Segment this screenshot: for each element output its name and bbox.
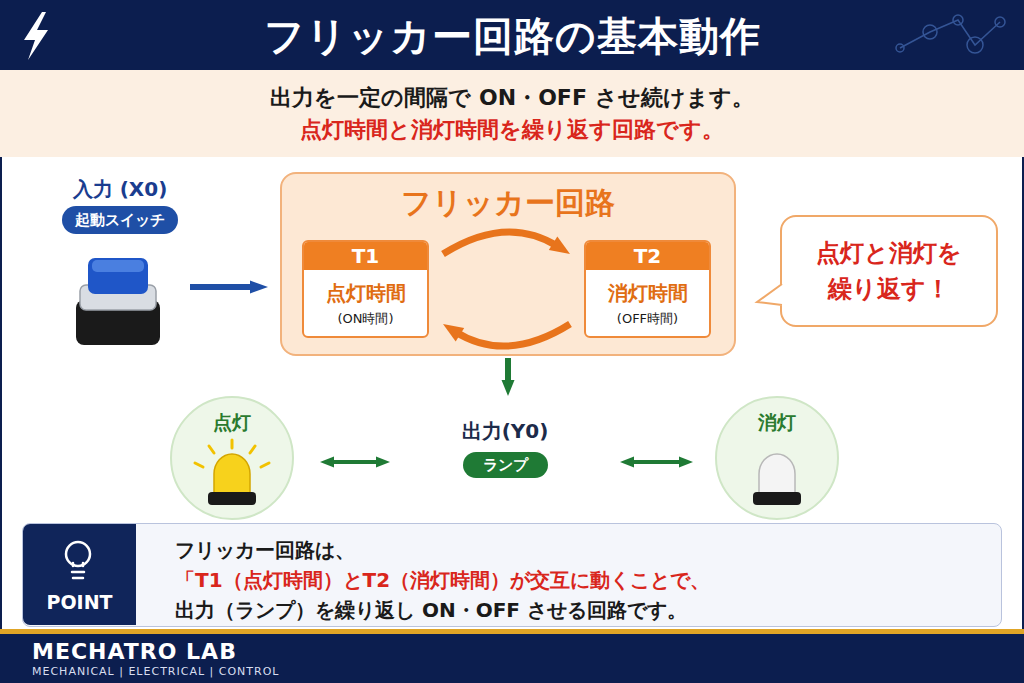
connector-arrow bbox=[320, 457, 390, 468]
arrow-head bbox=[679, 457, 693, 468]
arrow-head bbox=[549, 237, 570, 254]
bulb-base-line bbox=[73, 577, 83, 580]
callout-tail bbox=[757, 284, 782, 305]
lamp-off bbox=[753, 454, 801, 505]
state-name: 消灯 bbox=[717, 398, 837, 434]
lamp-ray bbox=[231, 440, 234, 448]
timer-name: T1 bbox=[304, 242, 427, 270]
point-panel: フリッカー回路は、「T1（点灯時間）とT2（消灯時間）が交互に動くことで、出力（… bbox=[22, 523, 1002, 627]
arrow-head bbox=[620, 457, 634, 468]
connector-arrow bbox=[443, 232, 570, 254]
bulb-base-line bbox=[72, 571, 84, 574]
switch-pill: 起動スイッチ bbox=[62, 206, 178, 234]
bulb-neck bbox=[73, 563, 83, 566]
lightning-icon bbox=[24, 12, 48, 60]
molecule-atom bbox=[967, 37, 983, 53]
callout-text: 点灯と消灯を 繰り返す！ bbox=[809, 235, 969, 307]
callout-tail-fill bbox=[757, 283, 783, 306]
bulb-icon bbox=[66, 542, 90, 578]
arrow-head bbox=[250, 281, 268, 294]
input-heading: 入力 (X0) bbox=[50, 176, 190, 202]
point-text: フリッカー回路は、 bbox=[175, 535, 1001, 565]
flicker-title: フリッカー回路 bbox=[282, 174, 734, 222]
arrow-head bbox=[320, 457, 334, 468]
arrow-head bbox=[502, 380, 515, 396]
footer-stripe bbox=[0, 629, 1024, 634]
state-name: 点灯 bbox=[172, 398, 292, 434]
lamp-on bbox=[195, 440, 269, 505]
lamp-base bbox=[208, 492, 256, 505]
point-badge: POINT bbox=[23, 524, 136, 625]
connector-line bbox=[631, 460, 682, 464]
timer-note: (OFF時間) bbox=[586, 310, 709, 328]
molecule-decoration bbox=[896, 15, 1005, 53]
timer-box: T1 点灯時間 (ON時間) bbox=[302, 240, 429, 338]
connector-arrow bbox=[620, 457, 693, 468]
arrow-head bbox=[376, 457, 390, 468]
connector-line bbox=[455, 324, 570, 346]
state-circle: 点灯 bbox=[170, 396, 294, 520]
push-button bbox=[76, 258, 160, 345]
diagram-title: フリッカー回路の基本動作 bbox=[0, 8, 1024, 64]
molecule-atom bbox=[953, 15, 963, 25]
arrow-head bbox=[443, 324, 464, 341]
subtitle-highlight: 点灯時間と消灯時間を繰り返す回路です。 bbox=[0, 116, 1024, 144]
timer-note: (ON時間) bbox=[304, 310, 427, 328]
lamp-ray bbox=[250, 446, 255, 453]
lamp-pill: ランプ bbox=[463, 452, 548, 478]
callout-bubble: 点灯と消灯を 繰り返す！ bbox=[780, 215, 998, 327]
lamp-base bbox=[753, 492, 801, 505]
point-text: 出力（ランプ）を繰り返し ON・OFF させる回路です。 bbox=[175, 595, 1001, 625]
output-group: 出力(Y0) ランプ bbox=[405, 410, 605, 492]
button-ring bbox=[80, 285, 156, 310]
connector-arrow bbox=[190, 281, 268, 294]
lamp-dome bbox=[214, 454, 250, 494]
connector-line bbox=[505, 358, 511, 383]
subtitle-text: 出力を一定の間隔で ON・OFF させ続けます。 bbox=[0, 84, 1024, 112]
output-heading: 出力(Y0) bbox=[405, 410, 605, 444]
state-circle: 消灯 bbox=[715, 396, 839, 520]
button-cap bbox=[88, 258, 148, 294]
subtitle-band bbox=[0, 70, 1024, 157]
brand-tagline: MECHANICAL | ELECTRICAL | CONTROL bbox=[32, 665, 280, 679]
connector-arrow bbox=[502, 358, 515, 396]
badge-text: POINT bbox=[46, 590, 112, 614]
timer-role: 点灯時間 bbox=[304, 280, 427, 306]
button-highlight bbox=[92, 260, 144, 272]
title-band bbox=[0, 0, 1024, 70]
molecule-bond bbox=[900, 20, 1000, 48]
lamp-rays bbox=[195, 440, 269, 467]
flicker-box: フリッカー回路 T1 点灯時間 (ON時間) T2 消灯時間 (OFF時間) bbox=[280, 172, 736, 356]
bulb-glass bbox=[66, 542, 90, 566]
button-base bbox=[76, 300, 160, 345]
lamp-dome bbox=[759, 454, 795, 494]
connector-arrow bbox=[443, 324, 570, 346]
footer-band bbox=[0, 634, 1024, 683]
molecule-atom bbox=[923, 25, 937, 39]
connector-line bbox=[190, 284, 254, 290]
connector-line bbox=[331, 460, 379, 464]
timer-role: 消灯時間 bbox=[586, 280, 709, 306]
lamp-ray bbox=[261, 463, 269, 467]
lamp-ray bbox=[209, 446, 214, 453]
connector-line bbox=[443, 232, 558, 254]
lamp-ray bbox=[195, 463, 203, 467]
timer-name: T2 bbox=[586, 242, 709, 270]
timer-box: T2 消灯時間 (OFF時間) bbox=[584, 240, 711, 338]
molecule-atom bbox=[896, 44, 904, 52]
brand-name: MECHATRO LAB bbox=[32, 639, 237, 665]
input-group: 入力 (X0) 起動スイッチ bbox=[50, 176, 190, 248]
point-highlight: 「T1（点灯時間）とT2（消灯時間）が交互に動くことで、 bbox=[175, 565, 1001, 595]
molecule-atom bbox=[995, 17, 1005, 27]
